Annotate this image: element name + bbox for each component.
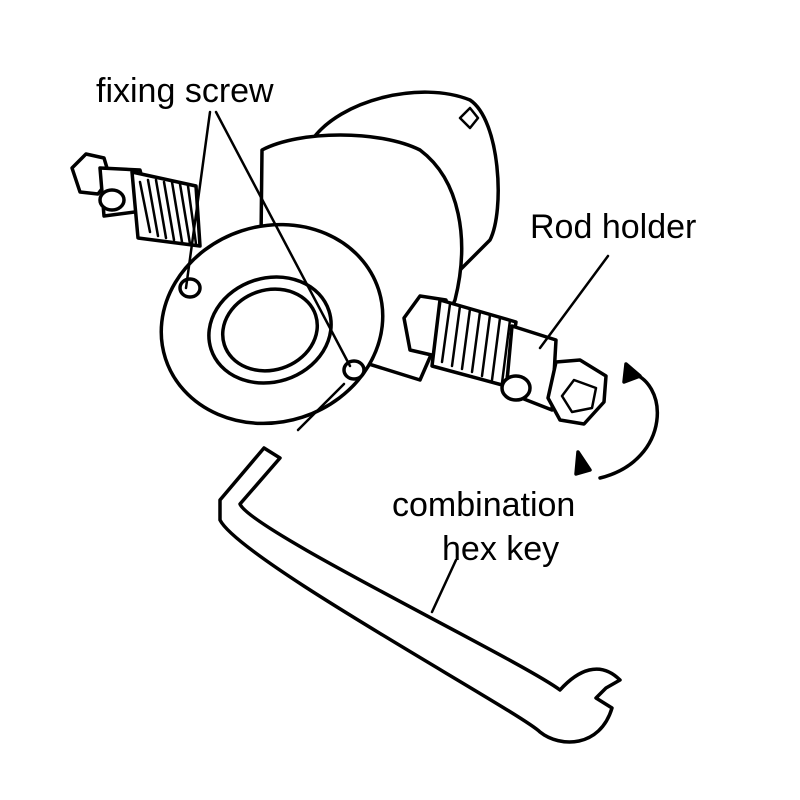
label-fixing-screw: fixing screw (96, 72, 274, 110)
label-rod-holder: Rod holder (530, 208, 696, 246)
right-rod-holder (402, 294, 608, 426)
hex-key-body (218, 446, 622, 744)
arrow-head-top (622, 362, 642, 384)
rotation-arc (598, 370, 659, 480)
top-nut (458, 106, 480, 130)
leader-lines (184, 110, 610, 614)
leader-fixing-screw-1 (184, 110, 212, 290)
left-rod-holder (70, 152, 202, 248)
leader-flange (296, 382, 346, 432)
fixing-screw-1 (178, 277, 202, 299)
leader-rod-holder (538, 254, 610, 350)
arrow-head-bottom (574, 450, 592, 476)
rotation-arrows (574, 362, 659, 480)
label-hex-key: hex key (442, 530, 559, 568)
label-combination: combination (392, 486, 575, 524)
front-flange (159, 222, 385, 426)
right-hex-nut (546, 358, 608, 426)
leader-hex-key (430, 558, 458, 614)
fixing-screw-2 (342, 359, 366, 381)
leader-fixing-screw-2 (214, 110, 352, 368)
combination-hex-key (218, 446, 622, 744)
